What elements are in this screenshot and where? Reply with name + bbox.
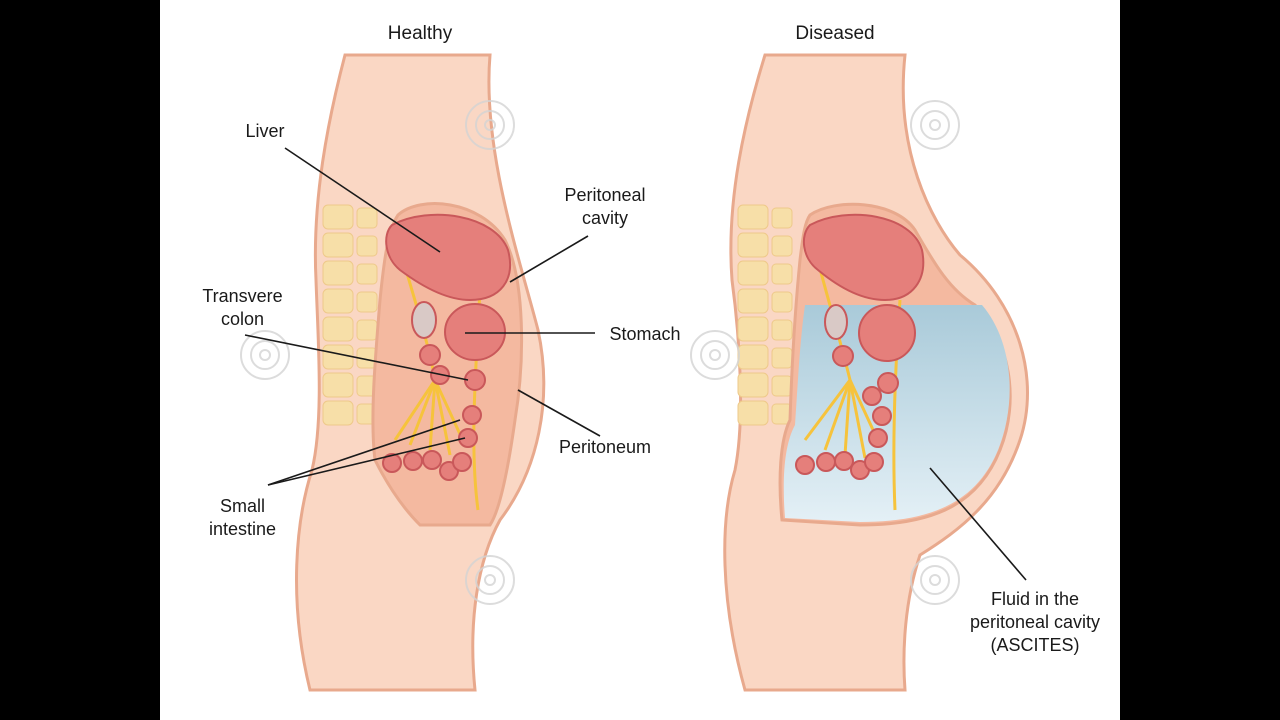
leader-line-liver [284, 147, 441, 253]
label-fluid-ascites: Fluid in the peritoneal cavity (ASCITES) [960, 588, 1110, 657]
illustration-canvas: Healthy Diseased Liver Peritoneal cavity… [160, 0, 1120, 720]
leader-line-transverse-colon [244, 334, 469, 381]
leader-line-small-intestine-a [267, 419, 461, 486]
healthy-spine [322, 204, 378, 426]
label-stomach: Stomach [609, 324, 681, 344]
healthy-intestine-loops [382, 344, 486, 481]
label-peritoneum: Peritoneum [558, 437, 652, 457]
leader-line-peritoneum [517, 389, 601, 437]
leader-line-fluid [929, 467, 1027, 581]
diseased-body [723, 53, 1029, 692]
label-fluid-line-1: Fluid in the [990, 589, 1080, 609]
healthy-stomach [444, 303, 506, 361]
label-peritoneal-cavity-line-1: Peritoneal [564, 185, 646, 205]
anatomy-illustration [240, 53, 1029, 692]
label-peritoneal-cavity: Peritoneal cavity [545, 184, 665, 230]
diseased-title: Diseased [795, 23, 875, 44]
label-small-intestine-line-1: Small [219, 496, 265, 516]
diseased-spine [737, 204, 793, 426]
leader-line-small-intestine-b [267, 437, 466, 486]
label-fluid-line-2: peritoneal cavity [969, 612, 1101, 632]
diseased-stomach [858, 304, 916, 362]
leader-line-peritoneal-cavity [509, 235, 589, 283]
label-fluid-line-3: (ASCITES) [990, 635, 1080, 655]
label-liver: Liver [245, 121, 285, 141]
label-small-intestine: Small intestine [195, 495, 290, 541]
label-transverse-colon-line-2: colon [220, 309, 265, 329]
label-transverse-colon: Transvere colon [190, 285, 295, 331]
diseased-gallbladder [824, 304, 848, 340]
label-transverse-colon-line-1: Transvere [202, 286, 283, 306]
label-small-intestine-line-2: intestine [208, 519, 277, 539]
watermark [240, 100, 960, 605]
healthy-gallbladder [411, 301, 437, 339]
label-peritoneal-cavity-line-2: cavity [581, 208, 628, 228]
healthy-title: Healthy [387, 23, 453, 44]
diseased-liver [802, 213, 925, 302]
healthy-body [295, 53, 546, 692]
diseased-intestine-loops [795, 345, 899, 480]
